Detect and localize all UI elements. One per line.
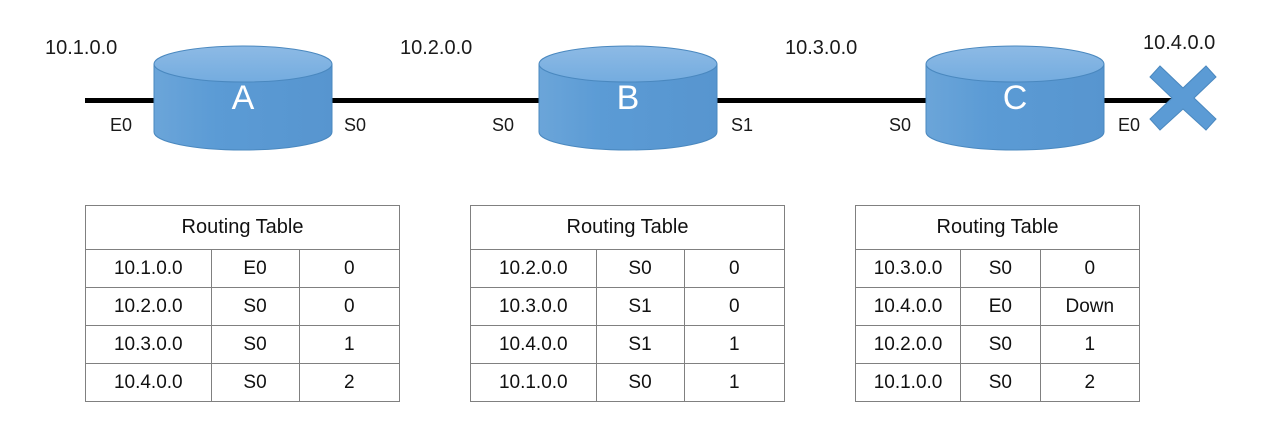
- routing-table-a: Routing Table 10.1.0.0 E0 0 10.2.0.0 S0 …: [85, 205, 400, 402]
- x-cross-icon: [1148, 64, 1218, 137]
- cylinder-shape-c: [925, 45, 1105, 151]
- interface-label-b-s1: S1: [731, 115, 754, 135]
- table-row: 10.2.0.0 S0 1: [854, 325, 1141, 364]
- cell-metric: 1: [1039, 325, 1141, 364]
- cell-network: 10.4.0.0: [854, 287, 962, 326]
- segment-label-seg-1: 10.1.0.0: [45, 37, 118, 59]
- link-line-seg-4: [1100, 98, 1172, 103]
- router-c[interactable]: C: [925, 45, 1105, 151]
- table-row: 10.4.0.0 E0 Down: [854, 287, 1141, 326]
- cell-network: 10.3.0.0: [470, 287, 597, 326]
- interface-label-b-s0: S0: [492, 115, 515, 135]
- cell-metric: 0: [298, 249, 400, 288]
- link-line-seg-3: [710, 98, 932, 103]
- table-header-row: Routing Table: [855, 205, 1140, 250]
- router-b[interactable]: B: [538, 45, 718, 151]
- table-row: 10.3.0.0 S0 0: [854, 249, 1141, 288]
- routing-table-a-title: Routing Table: [85, 205, 400, 250]
- cell-network: 10.1.0.0: [85, 249, 212, 288]
- cell-network: 10.3.0.0: [85, 325, 212, 364]
- cell-interface: S0: [595, 249, 685, 288]
- cell-interface: S0: [210, 287, 300, 326]
- cell-network: 10.3.0.0: [854, 249, 962, 288]
- cell-metric: 0: [298, 287, 400, 326]
- cell-interface: S0: [960, 249, 1041, 288]
- x-cross-shape: [1149, 65, 1217, 131]
- cell-metric: 1: [683, 325, 785, 364]
- cell-interface: S0: [595, 363, 685, 402]
- routing-table-c: Routing Table 10.3.0.0 S0 0 10.4.0.0 E0 …: [854, 205, 1141, 402]
- table-row: 10.1.0.0 S0 2: [854, 363, 1141, 402]
- cell-interface: E0: [210, 249, 300, 288]
- interface-label-a-s0: S0: [344, 115, 367, 135]
- table-header-row: Routing Table: [470, 205, 785, 250]
- cell-metric: 0: [683, 249, 785, 288]
- interface-label-c-s0: S0: [889, 115, 912, 135]
- cell-network: 10.4.0.0: [470, 325, 597, 364]
- cell-interface: S1: [595, 287, 685, 326]
- cell-interface: S0: [210, 363, 300, 402]
- cell-interface: E0: [960, 287, 1041, 326]
- segment-label-seg-2: 10.2.0.0: [400, 37, 473, 59]
- cell-interface: S0: [960, 363, 1041, 402]
- link-line-seg-1: [85, 98, 160, 103]
- interface-label-a-e0: E0: [110, 115, 133, 135]
- cell-network: 10.1.0.0: [470, 363, 597, 402]
- cell-metric: 0: [1039, 249, 1141, 288]
- cell-network: 10.4.0.0: [85, 363, 212, 402]
- table-header-row: Routing Table: [85, 205, 400, 250]
- table-row: 10.1.0.0 E0 0: [85, 249, 400, 288]
- cell-metric: 2: [298, 363, 400, 402]
- cylinder-shape-b: [538, 45, 718, 151]
- cell-interface: S0: [210, 325, 300, 364]
- cell-metric: 2: [1039, 363, 1141, 402]
- cell-metric: Down: [1039, 287, 1141, 326]
- routing-table-b-title: Routing Table: [470, 205, 785, 250]
- routing-table-c-title: Routing Table: [855, 205, 1140, 250]
- routing-table-b: Routing Table 10.2.0.0 S0 0 10.3.0.0 S1 …: [470, 205, 785, 402]
- table-row: 10.2.0.0 S0 0: [85, 287, 400, 326]
- table-row: 10.3.0.0 S0 1: [85, 325, 400, 364]
- segment-label-seg-4: 10.4.0.0: [1143, 32, 1216, 54]
- table-row: 10.4.0.0 S1 1: [470, 325, 785, 364]
- cell-metric: 0: [683, 287, 785, 326]
- router-a[interactable]: A: [153, 45, 333, 151]
- cell-metric: 1: [298, 325, 400, 364]
- link-line-seg-2: [328, 98, 548, 103]
- cell-metric: 1: [683, 363, 785, 402]
- cylinder-shape-a: [153, 45, 333, 151]
- cell-interface: S1: [595, 325, 685, 364]
- cell-network: 10.2.0.0: [854, 325, 962, 364]
- cell-interface: S0: [960, 325, 1041, 364]
- cell-network: 10.1.0.0: [854, 363, 962, 402]
- cell-network: 10.2.0.0: [470, 249, 597, 288]
- cell-network: 10.2.0.0: [85, 287, 212, 326]
- table-row: 10.4.0.0 S0 2: [85, 363, 400, 402]
- interface-label-c-e0: E0: [1118, 115, 1141, 135]
- table-row: 10.1.0.0 S0 1: [470, 363, 785, 402]
- table-row: 10.3.0.0 S1 0: [470, 287, 785, 326]
- segment-label-seg-3: 10.3.0.0: [785, 37, 858, 59]
- table-row: 10.2.0.0 S0 0: [470, 249, 785, 288]
